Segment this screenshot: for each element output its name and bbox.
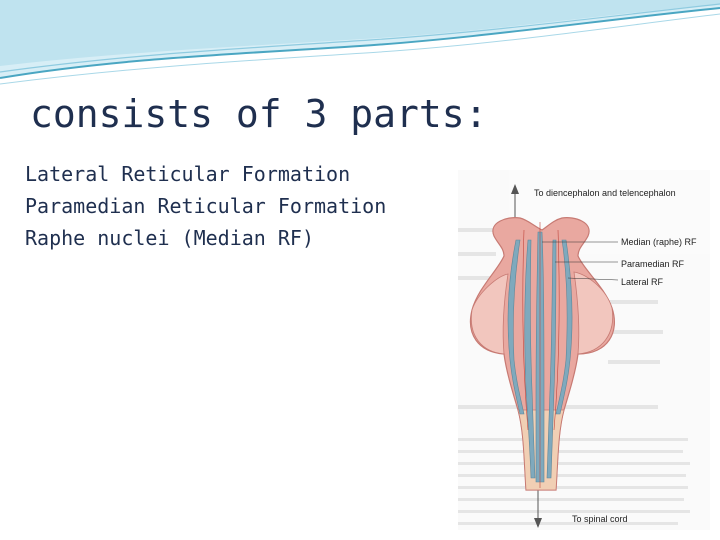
slide-title: consists of 3 parts: [30, 92, 488, 136]
brainstem-illustration [470, 217, 619, 491]
bullet-lateral-rf: Lateral Reticular Formation [25, 162, 351, 186]
label-median-rf: Median (raphe) RF [621, 237, 697, 247]
bullet-paramedian-rf: Paramedian Reticular Formation [25, 194, 387, 218]
label-paramedian-rf: Paramedian RF [621, 259, 685, 269]
header-wave-decoration [0, 0, 720, 85]
label-lateral-rf: Lateral RF [621, 277, 664, 287]
bullet-raphe-nuclei: Raphe nuclei (Median RF) [25, 226, 314, 250]
bullet-list: Lateral Reticular Formation Paramedian R… [25, 158, 386, 254]
label-to-spinal-cord: To spinal cord [572, 514, 628, 524]
brainstem-reticular-formation-figure: To diencephalon and telencephalon Median… [458, 170, 710, 530]
label-to-diencephalon: To diencephalon and telencephalon [534, 188, 676, 198]
